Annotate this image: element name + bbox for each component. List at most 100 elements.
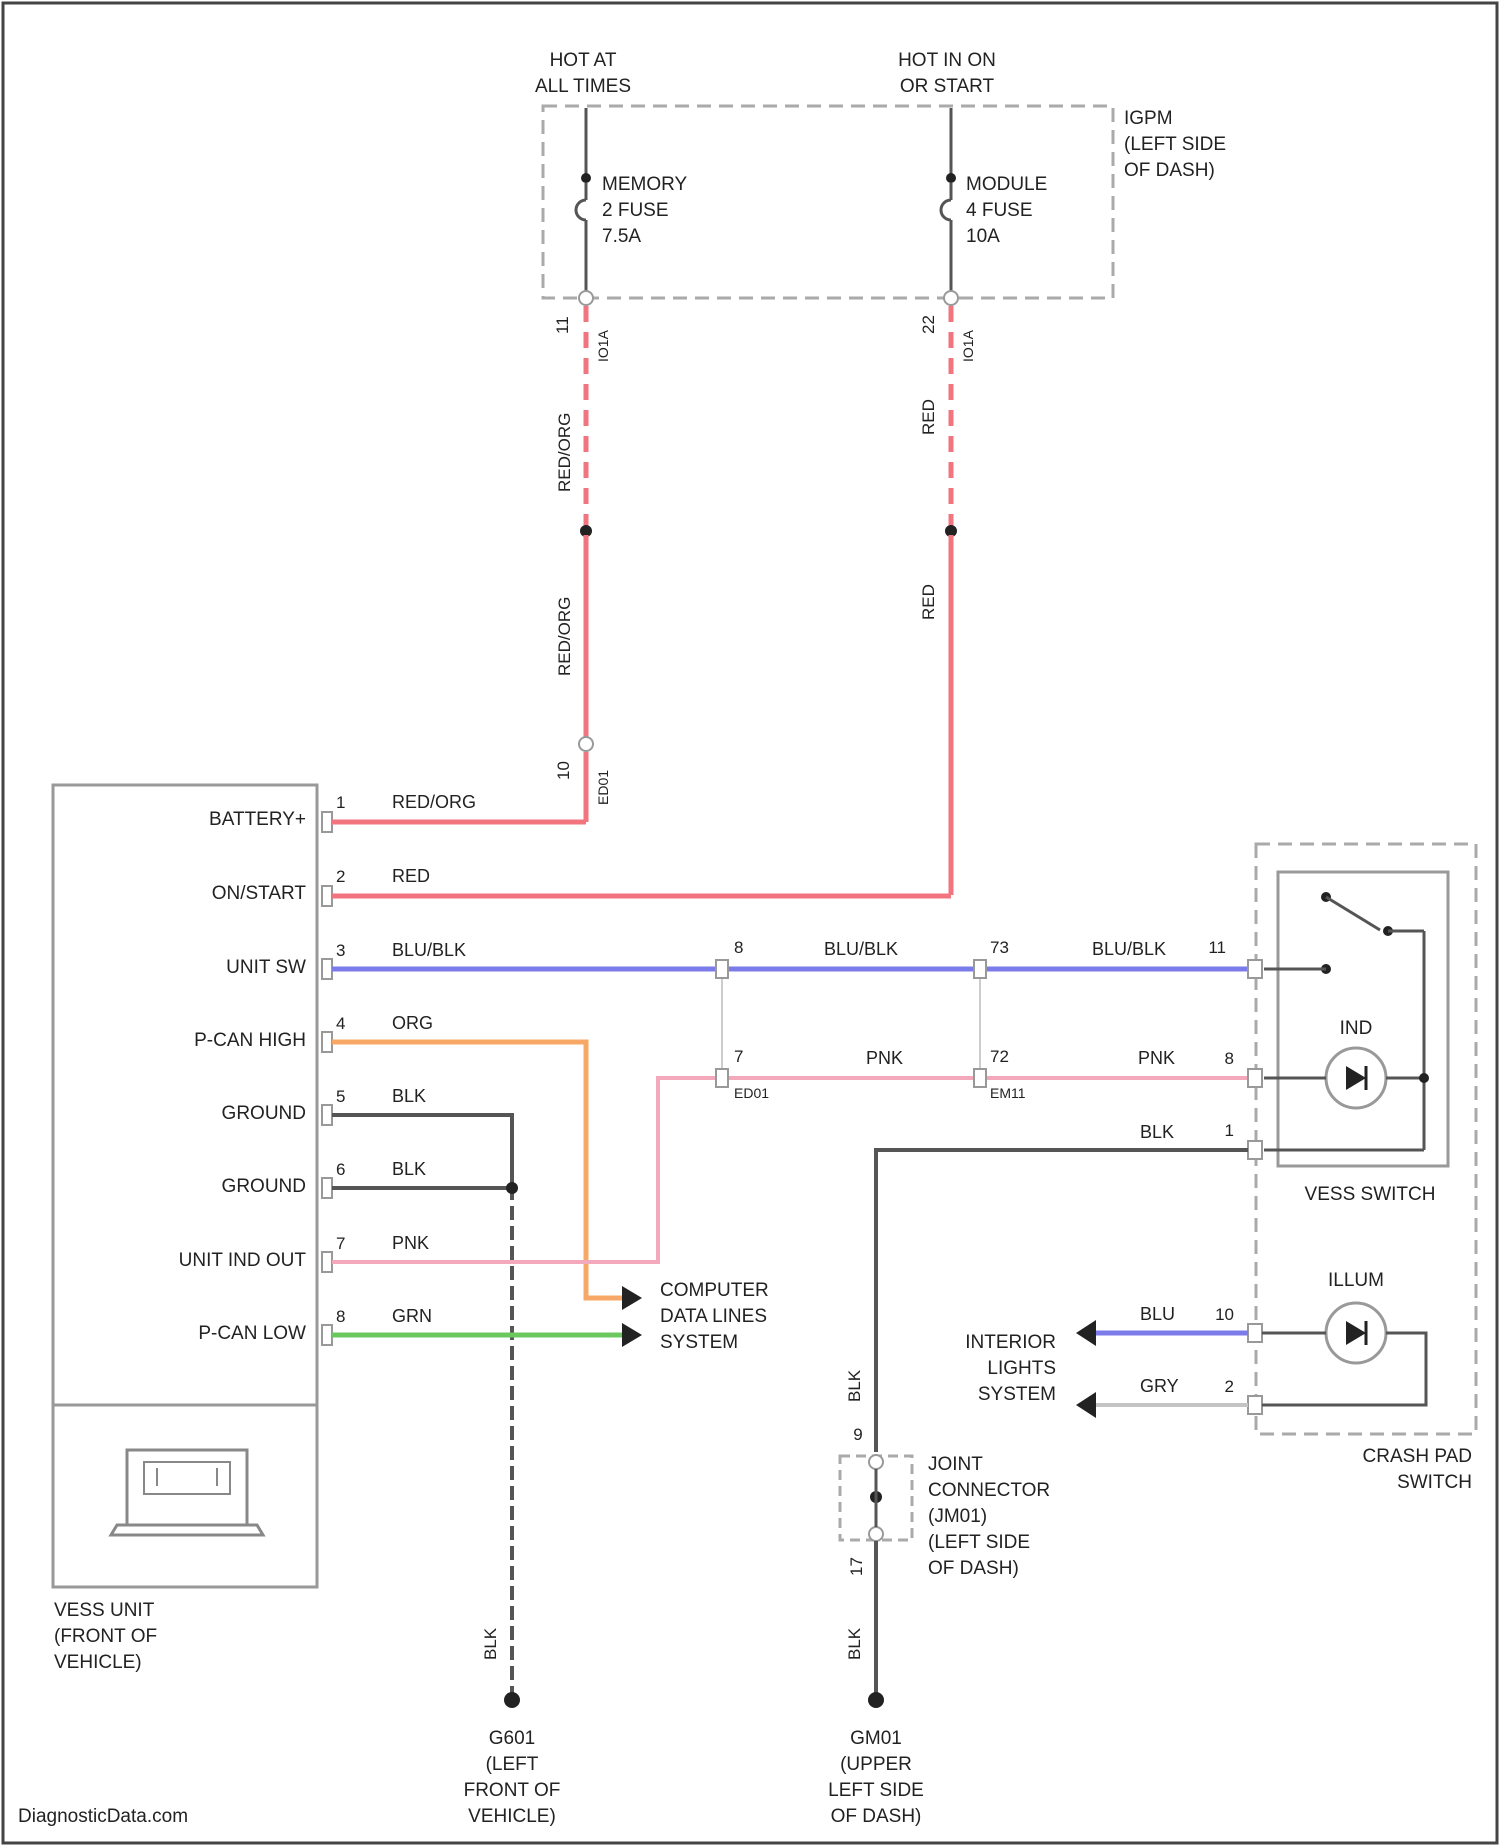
- arrow-right-icon: [622, 1286, 642, 1310]
- joint-conn-top: [869, 1455, 883, 1469]
- c1-name: ED01: [734, 1085, 769, 1101]
- joint-name-4: (LEFT SIDE: [928, 1532, 1030, 1553]
- hot-run-line1: HOT IN ON: [898, 50, 996, 71]
- illum-label: ILLUM: [1328, 1270, 1384, 1291]
- computer-data-2: DATA LINES: [660, 1306, 767, 1327]
- arrow-right-icon: [622, 1323, 642, 1347]
- ground-splice: [506, 1182, 518, 1194]
- ind-label: IND: [1340, 1018, 1373, 1039]
- switch-pin-sw: 11: [1208, 938, 1226, 957]
- wire-label-left-b: RED/ORG: [555, 597, 574, 676]
- fuse1-label-2: 2 FUSE: [602, 200, 669, 221]
- ind-wire-right: PNK: [1138, 1048, 1175, 1068]
- fuse2-label-3: 10A: [966, 226, 1000, 247]
- ed01-top-pin: 10: [554, 761, 573, 780]
- pin-num-6: 6: [336, 1160, 345, 1179]
- hot-run-line2: OR START: [900, 76, 995, 97]
- ed01-top-connector: [579, 737, 593, 751]
- wire-label-6: BLK: [392, 1159, 426, 1179]
- wire-label-1: RED/ORG: [392, 792, 476, 812]
- pin-num-1: 1: [336, 793, 345, 812]
- vess-switch-name: VESS SWITCH: [1305, 1184, 1436, 1205]
- ipdm-label-2: (LEFT SIDE: [1124, 134, 1226, 155]
- wire-label-4: ORG: [392, 1013, 433, 1033]
- pin-num-8: 8: [336, 1307, 345, 1326]
- pin-label-pcan-low: P-CAN LOW: [198, 1323, 306, 1344]
- ipdm-pin-right: 22: [919, 315, 938, 334]
- wire-label-8: GRN: [392, 1306, 432, 1326]
- joint-pin-bottom: 17: [847, 1557, 866, 1576]
- fuse2-dot-top: [946, 173, 956, 183]
- pin-label-ground-5: GROUND: [222, 1103, 306, 1124]
- switch-pin-gnd: 1: [1225, 1121, 1234, 1140]
- g2-name-3: LEFT SIDE: [828, 1780, 924, 1801]
- illum-pin-gry: 2: [1225, 1377, 1234, 1396]
- pin-label-unit-ind-out: UNIT IND OUT: [179, 1250, 307, 1271]
- interior-lights-3: SYSTEM: [978, 1384, 1056, 1405]
- ipdm-conn-right: [944, 291, 958, 305]
- vess-unit-name-3: VEHICLE): [54, 1652, 142, 1673]
- joint-name-3: (JM01): [928, 1506, 987, 1527]
- ipdm-conn-name-left: IO1A: [595, 329, 611, 362]
- illum-pin-blu: 10: [1215, 1305, 1234, 1324]
- g1-name-4: VEHICLE): [468, 1806, 556, 1827]
- pin-num-2: 2: [336, 867, 345, 886]
- pin-num-4: 4: [336, 1014, 345, 1033]
- wire-label-3: BLU/BLK: [392, 940, 466, 960]
- vess-unit-terminals: [322, 812, 332, 1345]
- pin-label-ground-6: GROUND: [222, 1176, 306, 1197]
- pin-label-unit-sw: UNIT SW: [226, 957, 306, 978]
- ipdm-conn-left: [579, 291, 593, 305]
- joint-pin-top: 9: [853, 1425, 862, 1444]
- joint-wire-bottom: BLK: [845, 1627, 864, 1660]
- g2-name-4: OF DASH): [831, 1806, 922, 1827]
- wire-pin4: [332, 1042, 622, 1298]
- fuse2-label-1: MODULE: [966, 174, 1047, 195]
- sw-wire-mid: BLU/BLK: [824, 939, 898, 959]
- c2-ind-pin: 72: [990, 1047, 1009, 1066]
- inline-connectors: [716, 960, 986, 1087]
- wire-pin7: [332, 1078, 1248, 1262]
- pin-label-battery: BATTERY+: [209, 809, 306, 830]
- vess-unit-name-1: VESS UNIT: [54, 1600, 155, 1621]
- g1-wire-label: BLK: [481, 1627, 500, 1660]
- interior-lights-1: INTERIOR: [965, 1332, 1056, 1353]
- ground-g601-icon: [504, 1692, 520, 1708]
- g1-name-2: (LEFT: [486, 1754, 539, 1775]
- vess-unit-name-2: (FRONT OF: [54, 1626, 157, 1647]
- crash-pad-name-1: CRASH PAD: [1363, 1446, 1472, 1467]
- c2-sw-pin: 73: [990, 938, 1009, 957]
- pin-label-pcan-high: P-CAN HIGH: [194, 1030, 306, 1051]
- fuse1-dot-top: [581, 173, 591, 183]
- wire-label-7: PNK: [392, 1233, 429, 1253]
- c1-ind-pin: 7: [734, 1047, 743, 1066]
- fuse1-label-1: MEMORY: [602, 174, 687, 195]
- computer-icon: [111, 1450, 263, 1535]
- wire-label-2: RED: [392, 866, 430, 886]
- arrow-left-icon: [1076, 1392, 1096, 1418]
- fuse1-icon: [576, 200, 586, 220]
- ind-splice: [1419, 1073, 1429, 1083]
- hot-always-line1: HOT AT: [550, 50, 617, 71]
- joint-conn-bottom: [869, 1527, 883, 1541]
- g1-name-3: FRONT OF: [464, 1780, 561, 1801]
- ipdm-pin-left: 11: [553, 316, 572, 334]
- switch-pin-ind: 8: [1225, 1049, 1234, 1068]
- pin-num-5: 5: [336, 1087, 345, 1106]
- interior-lights-2: LIGHTS: [987, 1358, 1056, 1379]
- wire-pin5: [332, 1115, 512, 1700]
- arrow-left-icon: [1076, 1320, 1096, 1346]
- ind-wire-mid: PNK: [866, 1048, 903, 1068]
- fuse2-label-2: 4 FUSE: [966, 200, 1033, 221]
- joint-name-1: JOINT: [928, 1454, 983, 1475]
- g1-name-1: G601: [489, 1728, 535, 1749]
- computer-data-3: SYSTEM: [660, 1332, 738, 1353]
- wire-label-right-a: RED: [919, 399, 938, 435]
- pin-num-3: 3: [336, 941, 345, 960]
- joint-wire-top: BLK: [845, 1369, 864, 1402]
- c2-name: EM11: [990, 1085, 1026, 1101]
- pin-num-7: 7: [336, 1234, 345, 1253]
- wire-label-5: BLK: [392, 1086, 426, 1106]
- ind-lamp-icon: [1326, 1048, 1386, 1108]
